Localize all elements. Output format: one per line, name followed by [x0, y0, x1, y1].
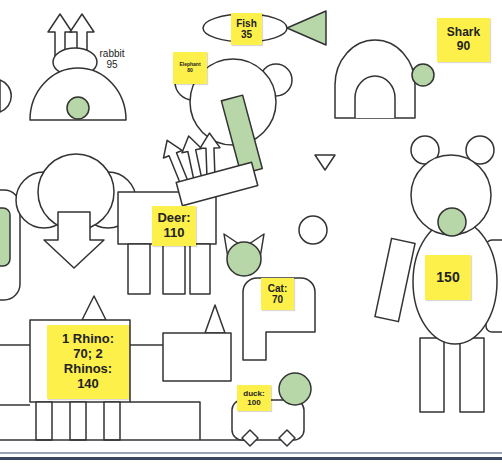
- shark-dot: [412, 64, 434, 86]
- note-text: Fish 35: [233, 18, 260, 41]
- edge-shape: [0, 208, 10, 266]
- rhino-leg: [36, 402, 52, 440]
- note-text: Deer: 110: [154, 211, 194, 241]
- note-text: Shark 90: [441, 26, 486, 54]
- cat-head: [227, 242, 261, 276]
- rhino-leg: [70, 402, 86, 440]
- bear-leg: [420, 338, 444, 412]
- elephant-note: Elephant 80: [173, 52, 207, 84]
- bear-note: 150: [425, 255, 471, 300]
- bear-body: [413, 220, 497, 344]
- deer-note: Deer: 110: [152, 206, 196, 246]
- edge-shape: [0, 80, 11, 112]
- rhino-body: [30, 320, 130, 402]
- shark-arch: [355, 76, 395, 118]
- bear-arm: [375, 238, 415, 321]
- deer-leg: [163, 244, 185, 294]
- rhino-leg: [104, 402, 120, 440]
- cat-note: Cat: 70: [261, 278, 294, 310]
- duck-foot: [279, 430, 295, 446]
- fish-body: [203, 14, 287, 42]
- shark-body: [335, 40, 415, 118]
- note-text: duck: 100: [239, 389, 269, 407]
- fish-tail: [287, 11, 326, 45]
- bear-leg: [460, 338, 484, 412]
- duck-foot: [242, 430, 258, 446]
- fish-note: Fish 35: [231, 13, 262, 45]
- note-text: Elephant 80: [176, 62, 204, 74]
- deer-head: [176, 162, 258, 205]
- ground-line: [0, 439, 250, 441]
- note-text: 1 Rhino: 70; 2 Rhinos: 140: [55, 332, 121, 392]
- bottom-rule: [0, 457, 502, 460]
- cat-body: [243, 278, 315, 360]
- triangle-shape: [315, 155, 335, 170]
- rhino-note: 1 Rhino: 70; 2 Rhinos: 140: [47, 325, 129, 399]
- rhino-leg: [130, 402, 200, 440]
- rhino-tail: [0, 404, 30, 406]
- rabbit-tail: [67, 97, 89, 119]
- duck-note: duck: 100: [237, 385, 271, 411]
- duck-head: [279, 373, 311, 405]
- circle-shape: [299, 216, 327, 244]
- note-text: Cat: 70: [263, 283, 292, 306]
- deer-leg: [190, 244, 210, 294]
- rhino-head: [163, 333, 231, 381]
- animal-label: rabbit 95: [94, 48, 130, 70]
- rabbit-body: [30, 68, 126, 120]
- bottom-rule: [0, 452, 502, 454]
- shark-note: Shark 90: [437, 18, 490, 62]
- elephant-trunk: [44, 212, 104, 268]
- elephant-trunk: [221, 95, 262, 174]
- deer-leg: [128, 244, 150, 294]
- bear-head: [411, 155, 491, 235]
- rhino-horn: [205, 305, 225, 333]
- rhino-horn: [82, 296, 106, 320]
- note-text: 150: [436, 269, 459, 285]
- rhino-line: [0, 344, 30, 346]
- bear-muzzle: [438, 208, 466, 236]
- rhino-neck: [130, 344, 163, 346]
